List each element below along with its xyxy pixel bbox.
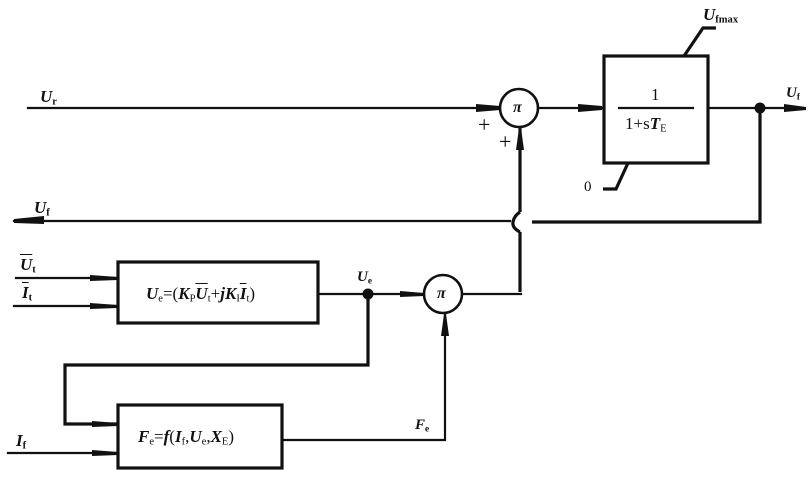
fe-block [116, 403, 284, 470]
label-uf-feedback: Uf [34, 198, 50, 219]
plus-sign-left: + [478, 112, 491, 137]
lag-numerator: 1 [651, 85, 660, 104]
summing-junction-symbol: π [513, 99, 522, 116]
lag-denominator: 1+sTE [625, 114, 667, 135]
label-ue: Ue [357, 269, 372, 287]
if-arrow [92, 450, 118, 456]
ue-to-fe-line [63, 294, 370, 426]
label-ur: Ur [40, 87, 57, 108]
it-arrow [90, 303, 118, 309]
ut-arrow [90, 275, 118, 281]
label-zero-limit: 0 [584, 179, 592, 195]
multiplier-input-arrow [400, 291, 424, 297]
fe-output-line [280, 311, 447, 442]
uf-feedback-arrow [14, 216, 44, 224]
crossover-hop [511, 210, 521, 234]
sum-lower-arrow [516, 128, 524, 150]
exciter-lag-block [602, 54, 710, 165]
ur-arrow [476, 104, 500, 112]
ue-block [116, 260, 320, 325]
label-ut: Ut [20, 255, 36, 276]
zero-limit-line [603, 162, 630, 191]
fe-arrow [441, 314, 449, 336]
label-fe: Fe [415, 417, 430, 435]
lag-input-arrow [578, 104, 602, 112]
label-if: If [16, 431, 27, 452]
multiplier-symbol: π [437, 285, 446, 302]
uf-output-arrow [784, 104, 806, 112]
fe-ue-arrow [92, 421, 118, 427]
label-uf-output: Uf [786, 85, 800, 103]
ufmax-limit-line [682, 26, 716, 57]
fe-block-formula: Fe=f(If,Ue,XE) [138, 427, 235, 448]
uf-feedback-line [532, 108, 762, 224]
ue-block-formula: Ue=(KPUt+jKIIt) [146, 284, 256, 305]
plus-sign-bottom: + [499, 129, 512, 154]
label-ufmax: Ufmax [703, 5, 739, 26]
label-it: It [22, 283, 33, 304]
